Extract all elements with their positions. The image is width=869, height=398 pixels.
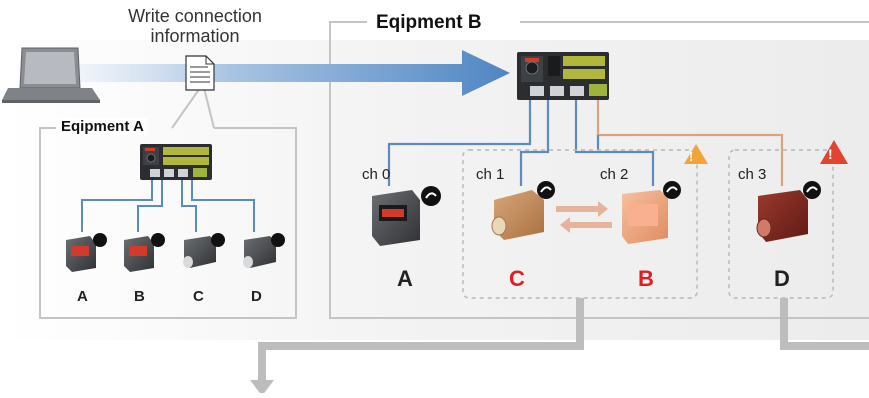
device-a-letter-d: D	[251, 288, 262, 305]
sensor-a-b	[124, 233, 165, 272]
sensor-b-ch2	[622, 190, 668, 244]
channel-label-3: ch 3	[738, 166, 767, 183]
equipment-a-title: Eqipment A	[58, 118, 147, 135]
warning-icon-red	[820, 140, 848, 164]
equipment-b-title: Eqipment B	[372, 12, 486, 34]
warning-icon-orange	[684, 144, 708, 164]
document-icon	[185, 55, 215, 91]
channel-label-2: ch 2	[600, 166, 629, 183]
equipment-b-frame	[329, 21, 869, 319]
equipment-b-cables	[387, 100, 784, 186]
group-c-b	[462, 149, 698, 299]
group-d	[728, 149, 834, 299]
output-path-left	[258, 298, 584, 384]
swap-arrow-right	[556, 201, 608, 217]
device-b-letter-b: B	[638, 266, 654, 291]
warning-orange-glyph: !	[689, 149, 694, 164]
output-path-right	[780, 298, 869, 350]
write-connection-label-line1: Write connection	[128, 6, 262, 26]
sensor-a-c	[183, 233, 225, 268]
cable-heads-b	[421, 181, 821, 206]
controller-b	[517, 52, 609, 100]
controller-a	[140, 144, 212, 180]
warning-red-glyph: !	[828, 146, 833, 162]
device-a-letter-b: B	[134, 288, 145, 305]
device-b-letter-c: C	[509, 266, 525, 291]
channel-label-1: ch 1	[476, 166, 505, 183]
sensor-b-ch1	[491, 190, 544, 240]
sensor-a-d	[243, 233, 285, 268]
device-a-letter-a: A	[77, 288, 88, 305]
swap-arrow-left	[560, 217, 612, 233]
output-arrowhead	[250, 380, 274, 396]
device-b-letter-d: D	[774, 266, 790, 291]
write-arrow	[80, 50, 510, 96]
laptop-icon	[2, 47, 100, 103]
write-connection-label-line2: information	[150, 26, 240, 46]
sensor-a-a	[66, 233, 107, 272]
write-connection-label: Write connection information	[90, 6, 300, 46]
callout-lines	[171, 87, 215, 129]
sensor-b-ch0	[372, 190, 420, 246]
channel-label-0: ch 0	[362, 166, 391, 183]
equipment-a-cables	[81, 180, 255, 232]
equipment-a-frame	[39, 127, 297, 319]
sensor-b-ch3	[756, 190, 808, 242]
device-b-letter-a: A	[397, 266, 413, 291]
device-a-letter-c: C	[193, 288, 204, 305]
